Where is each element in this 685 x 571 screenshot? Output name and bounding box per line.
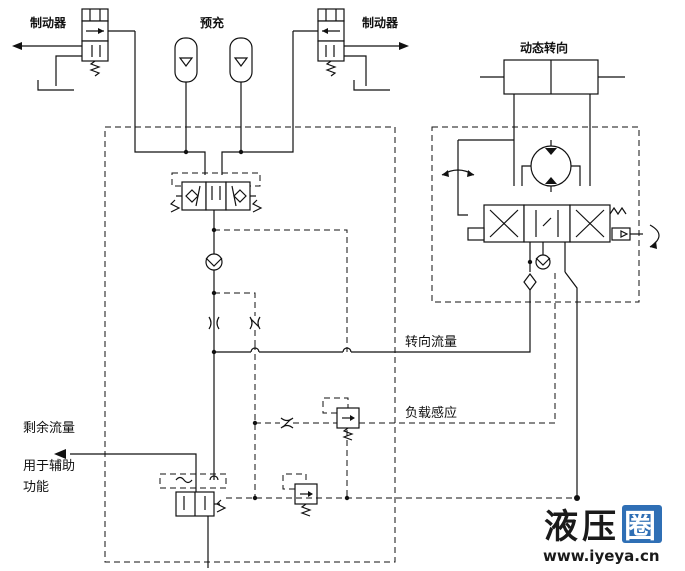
dynamic-steering-label: 动态转向 <box>520 40 568 55</box>
steering-flow-label: 转向流量 <box>405 334 457 350</box>
auxiliary-label-line1: 用于辅助 <box>23 459 75 474</box>
left-brake-valve <box>12 8 136 127</box>
charging-valve <box>169 172 263 213</box>
accumulator-left <box>174 37 198 127</box>
ls-relief-valve-lower <box>282 473 318 517</box>
precharge-label: 预充 <box>200 15 224 30</box>
steering-unit-boundary <box>431 126 640 303</box>
watermark-badge <box>622 505 662 543</box>
shuttle-check-lower <box>523 273 537 291</box>
orifice-pair <box>208 316 261 330</box>
watermark-char-3: 圈 <box>624 507 656 545</box>
ls-relief-valve-upper <box>322 397 360 441</box>
brake-left-label: 制动器 <box>30 15 67 30</box>
auxiliary-label-line2: 功能 <box>23 480 49 495</box>
watermark-char-2: 压 <box>582 507 616 547</box>
check-valve-main <box>205 253 223 271</box>
watermark-url: www.iyeya.cn <box>543 547 660 565</box>
excess-flow-label: 剩余流量 <box>23 420 75 436</box>
steering-motor <box>521 140 581 192</box>
watermark-char-1: 液 <box>544 507 578 547</box>
load-sensing-label: 负载感应 <box>405 405 457 421</box>
right-brake-valve <box>292 8 409 127</box>
accumulator-right <box>229 37 253 127</box>
ls-orifice <box>280 417 294 429</box>
priority-valve-block-boundary <box>104 126 396 563</box>
watermark-logo: 液 压 圈 www.iyeya.cn <box>543 505 662 565</box>
rotation-right-icon <box>630 224 660 249</box>
check-valve-steering <box>535 254 551 270</box>
rotation-left-icon <box>441 169 475 177</box>
brake-right-label: 制动器 <box>362 15 399 30</box>
steering-cylinder <box>480 59 625 95</box>
steering-control-valve <box>467 204 631 243</box>
priority-valve <box>159 473 227 517</box>
